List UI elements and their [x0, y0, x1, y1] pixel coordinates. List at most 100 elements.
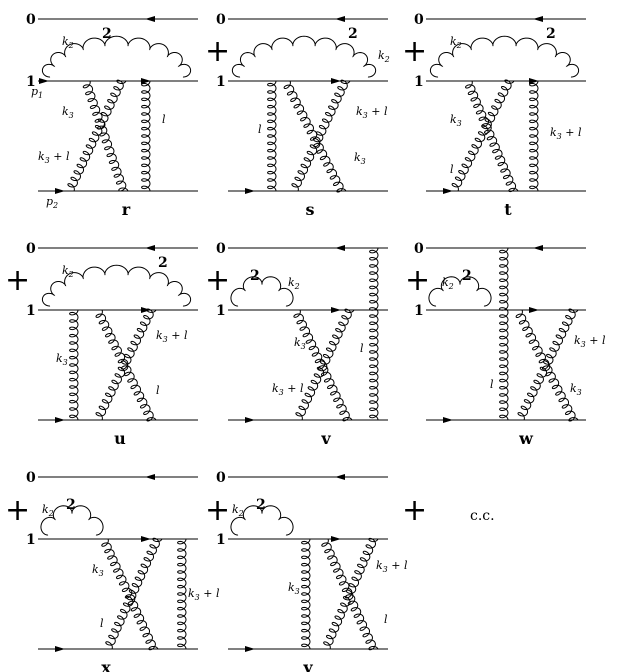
diagram-name-w: w — [518, 429, 534, 448]
p1-label: p1 — [31, 85, 43, 100]
diagram-name-r: r — [122, 200, 131, 219]
diagram-name-v: v — [320, 429, 331, 448]
quark-arrow — [529, 307, 539, 313]
l-gluon — [369, 247, 379, 421]
gluon-2-label: 2 — [348, 26, 358, 42]
bottom-quark-arrow — [245, 188, 255, 194]
plus-glyph: + — [5, 493, 30, 528]
diagram-name-u: u — [114, 429, 126, 448]
quark-arrow — [331, 307, 341, 313]
k3-gluon — [101, 538, 159, 651]
p2-label: p2 — [46, 195, 58, 210]
antiquark-arrow — [145, 474, 155, 480]
k3-label: k3 — [570, 382, 582, 397]
antiquark-arrow — [335, 245, 345, 251]
line-0-label: 0 — [414, 241, 424, 257]
line-0-label: 0 — [26, 241, 36, 257]
k3l-gluon — [323, 537, 379, 650]
k3-gluon — [283, 80, 347, 193]
diagram-name-s: s — [305, 200, 314, 219]
k3-label: k3 — [56, 352, 68, 367]
plus-sign-5: + — [405, 263, 430, 298]
gluon-2-label: 2 — [250, 268, 260, 284]
k3l-gluon — [529, 80, 539, 192]
l-label: l — [156, 384, 160, 397]
l-label: l — [490, 378, 494, 391]
k2-label: k2 — [62, 264, 74, 279]
antiquark-arrow — [145, 16, 155, 22]
plus-glyph: + — [405, 263, 430, 298]
complex-conjugate: c.c. — [470, 508, 495, 524]
k3l-label: k3 + l — [356, 105, 388, 120]
line-1-label: 1 — [216, 303, 226, 319]
k2-gluon-arc — [41, 264, 192, 307]
plus-sign-7: + — [205, 493, 230, 528]
l-label: l — [258, 123, 262, 136]
bottom-quark-arrow — [443, 417, 453, 423]
k2-gluon-arc — [230, 505, 294, 536]
bottom-quark-arrow — [245, 646, 255, 652]
k3-gluon — [293, 309, 353, 422]
l-gluon — [105, 537, 163, 650]
gluon-2-label: 2 — [102, 26, 112, 42]
quark-arrow — [529, 78, 539, 84]
k3-gluon — [465, 80, 519, 193]
k3-label: k3 — [294, 336, 306, 351]
plus-sign-2: + — [402, 34, 427, 69]
k3-label: k3 — [288, 581, 300, 596]
antiquark-arrow — [145, 245, 155, 251]
k2-label: k2 — [62, 35, 74, 50]
bottom-quark-arrow — [443, 188, 453, 194]
line-1-label: 1 — [414, 303, 424, 319]
k3l-label: k3 + l — [574, 334, 606, 349]
k2-label: k2 — [378, 49, 390, 64]
l-gluon — [267, 80, 277, 192]
k2-label: k2 — [232, 503, 244, 518]
plus-sign-3: + — [5, 263, 30, 298]
k3-label: k3 — [92, 563, 104, 578]
line-0-label: 0 — [216, 470, 226, 486]
plus-sign-6: + — [5, 493, 30, 528]
k3l-label: k3 + l — [550, 126, 582, 141]
l-label: l — [360, 342, 364, 355]
k2-gluon-arc — [40, 505, 104, 536]
antiquark-arrow — [533, 245, 543, 251]
k3l-label: k3 + l — [188, 587, 220, 602]
k3l-gluon — [95, 308, 157, 421]
k3l-gluon — [67, 79, 127, 192]
bottom-quark-arrow — [55, 417, 65, 423]
l-gluon — [321, 538, 379, 651]
plus-glyph: + — [5, 263, 30, 298]
k2-gluon-arc — [231, 35, 377, 78]
diagram-w: 0 1 k2 2 l k3 + l k3 w — [414, 241, 606, 448]
bottom-quark-arrow — [55, 188, 65, 194]
k3l-label: k3 + l — [156, 329, 188, 344]
quark-arrow — [331, 536, 341, 542]
line-0-label: 0 — [414, 12, 424, 28]
k3l-gluon — [291, 79, 351, 192]
quark-arrow — [141, 78, 151, 84]
k3l-gluon — [295, 308, 355, 421]
l-gluon — [499, 247, 509, 421]
k3l-label: k3 + l — [38, 150, 70, 165]
plus-sign-8: + — [402, 493, 427, 528]
bottom-quark-arrow — [245, 417, 255, 423]
k2-gluon-arc — [428, 276, 492, 307]
l-label: l — [100, 617, 104, 630]
gluon-2-label: 2 — [546, 26, 556, 42]
l-label: l — [162, 113, 166, 126]
gluon-2-label: 2 — [462, 268, 472, 284]
k3-gluon — [69, 309, 79, 421]
k2-label: k2 — [442, 276, 454, 291]
l-label: l — [384, 613, 388, 626]
diagram-name-y: y — [302, 658, 313, 672]
line-0-label: 0 — [216, 12, 226, 28]
l-label: l — [450, 163, 454, 176]
plus-glyph: + — [205, 263, 230, 298]
